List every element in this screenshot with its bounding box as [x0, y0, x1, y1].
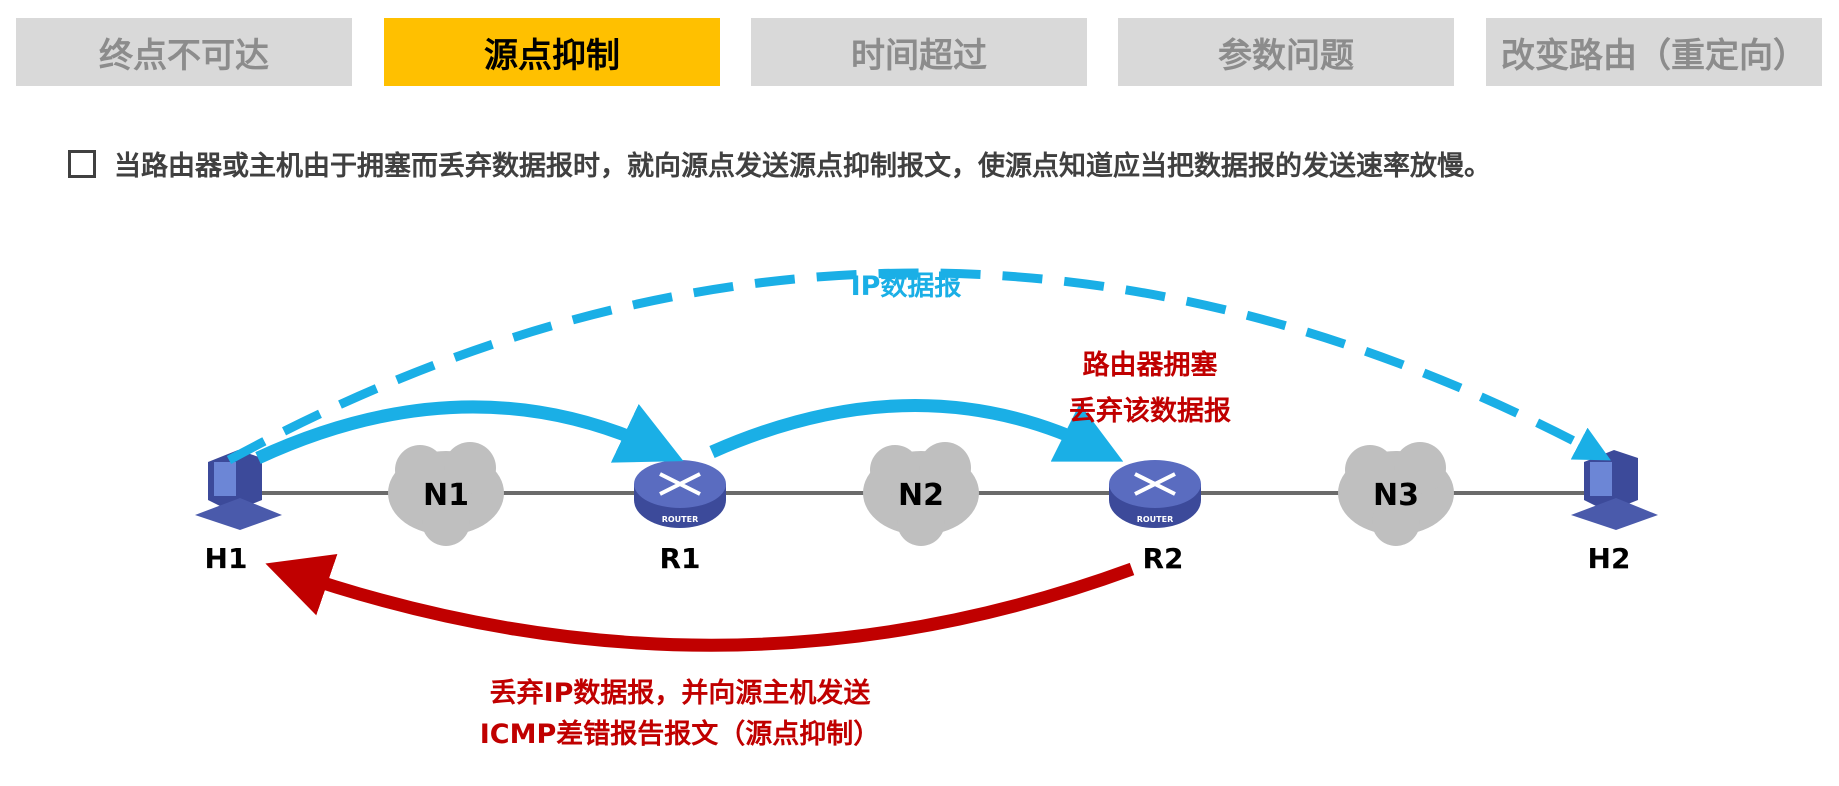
icmp-label-line1: 丢弃IP数据报，并向源主机发送	[490, 677, 871, 709]
label-r1: R1	[659, 542, 700, 575]
checkbox-bullet-icon	[68, 149, 96, 178]
label-n3: N3	[1373, 478, 1419, 513]
router-r2-icon: ROUTER	[1109, 460, 1201, 528]
bullet-point: 当路由器或主机由于拥塞而丢弃数据报时，就向源点发送源点抑制报文，使源点知道应当把…	[68, 144, 1491, 183]
tab-source-quench[interactable]: 源点抑制	[384, 18, 720, 86]
router-badge: ROUTER	[662, 515, 699, 524]
tab-destination-unreachable[interactable]: 终点不可达	[16, 18, 352, 86]
label-r2: R2	[1142, 542, 1183, 575]
cloud-n2-icon	[863, 442, 979, 546]
tab-redirect[interactable]: 改变路由（重定向）	[1486, 18, 1822, 86]
icmp-label-line2: ICMP差错报告报文（源点抑制）	[480, 718, 881, 750]
congestion-label-line1: 路由器拥塞	[1083, 349, 1218, 381]
icmp-return-arrow	[265, 553, 1135, 652]
cloud-n1-icon	[388, 442, 504, 546]
router-badge: ROUTER	[1137, 515, 1174, 524]
computer-h2-icon	[1571, 450, 1658, 530]
router-r1-icon: ROUTER	[634, 460, 726, 528]
tab-parameter-problem[interactable]: 参数问题	[1118, 18, 1454, 86]
tab-time-exceeded[interactable]: 时间超过	[751, 18, 1087, 86]
ip-datagram-label: IP数据报	[851, 271, 962, 302]
cloud-n3-icon	[1338, 442, 1454, 546]
congestion-label-line2: 丢弃该数据报	[1069, 395, 1231, 427]
computer-h1-icon	[195, 450, 282, 530]
label-h1: H1	[205, 542, 248, 575]
label-n2: N2	[898, 478, 944, 513]
bullet-text: 当路由器或主机由于拥塞而丢弃数据报时，就向源点发送源点抑制报文，使源点知道应当把…	[114, 151, 1491, 182]
label-n1: N1	[423, 478, 469, 513]
label-h2: H2	[1588, 542, 1631, 575]
h1-r1-arrow	[255, 400, 684, 464]
ip-datagram-dashed-arrow	[226, 268, 1611, 464]
r1-r2-arrow	[709, 399, 1124, 462]
